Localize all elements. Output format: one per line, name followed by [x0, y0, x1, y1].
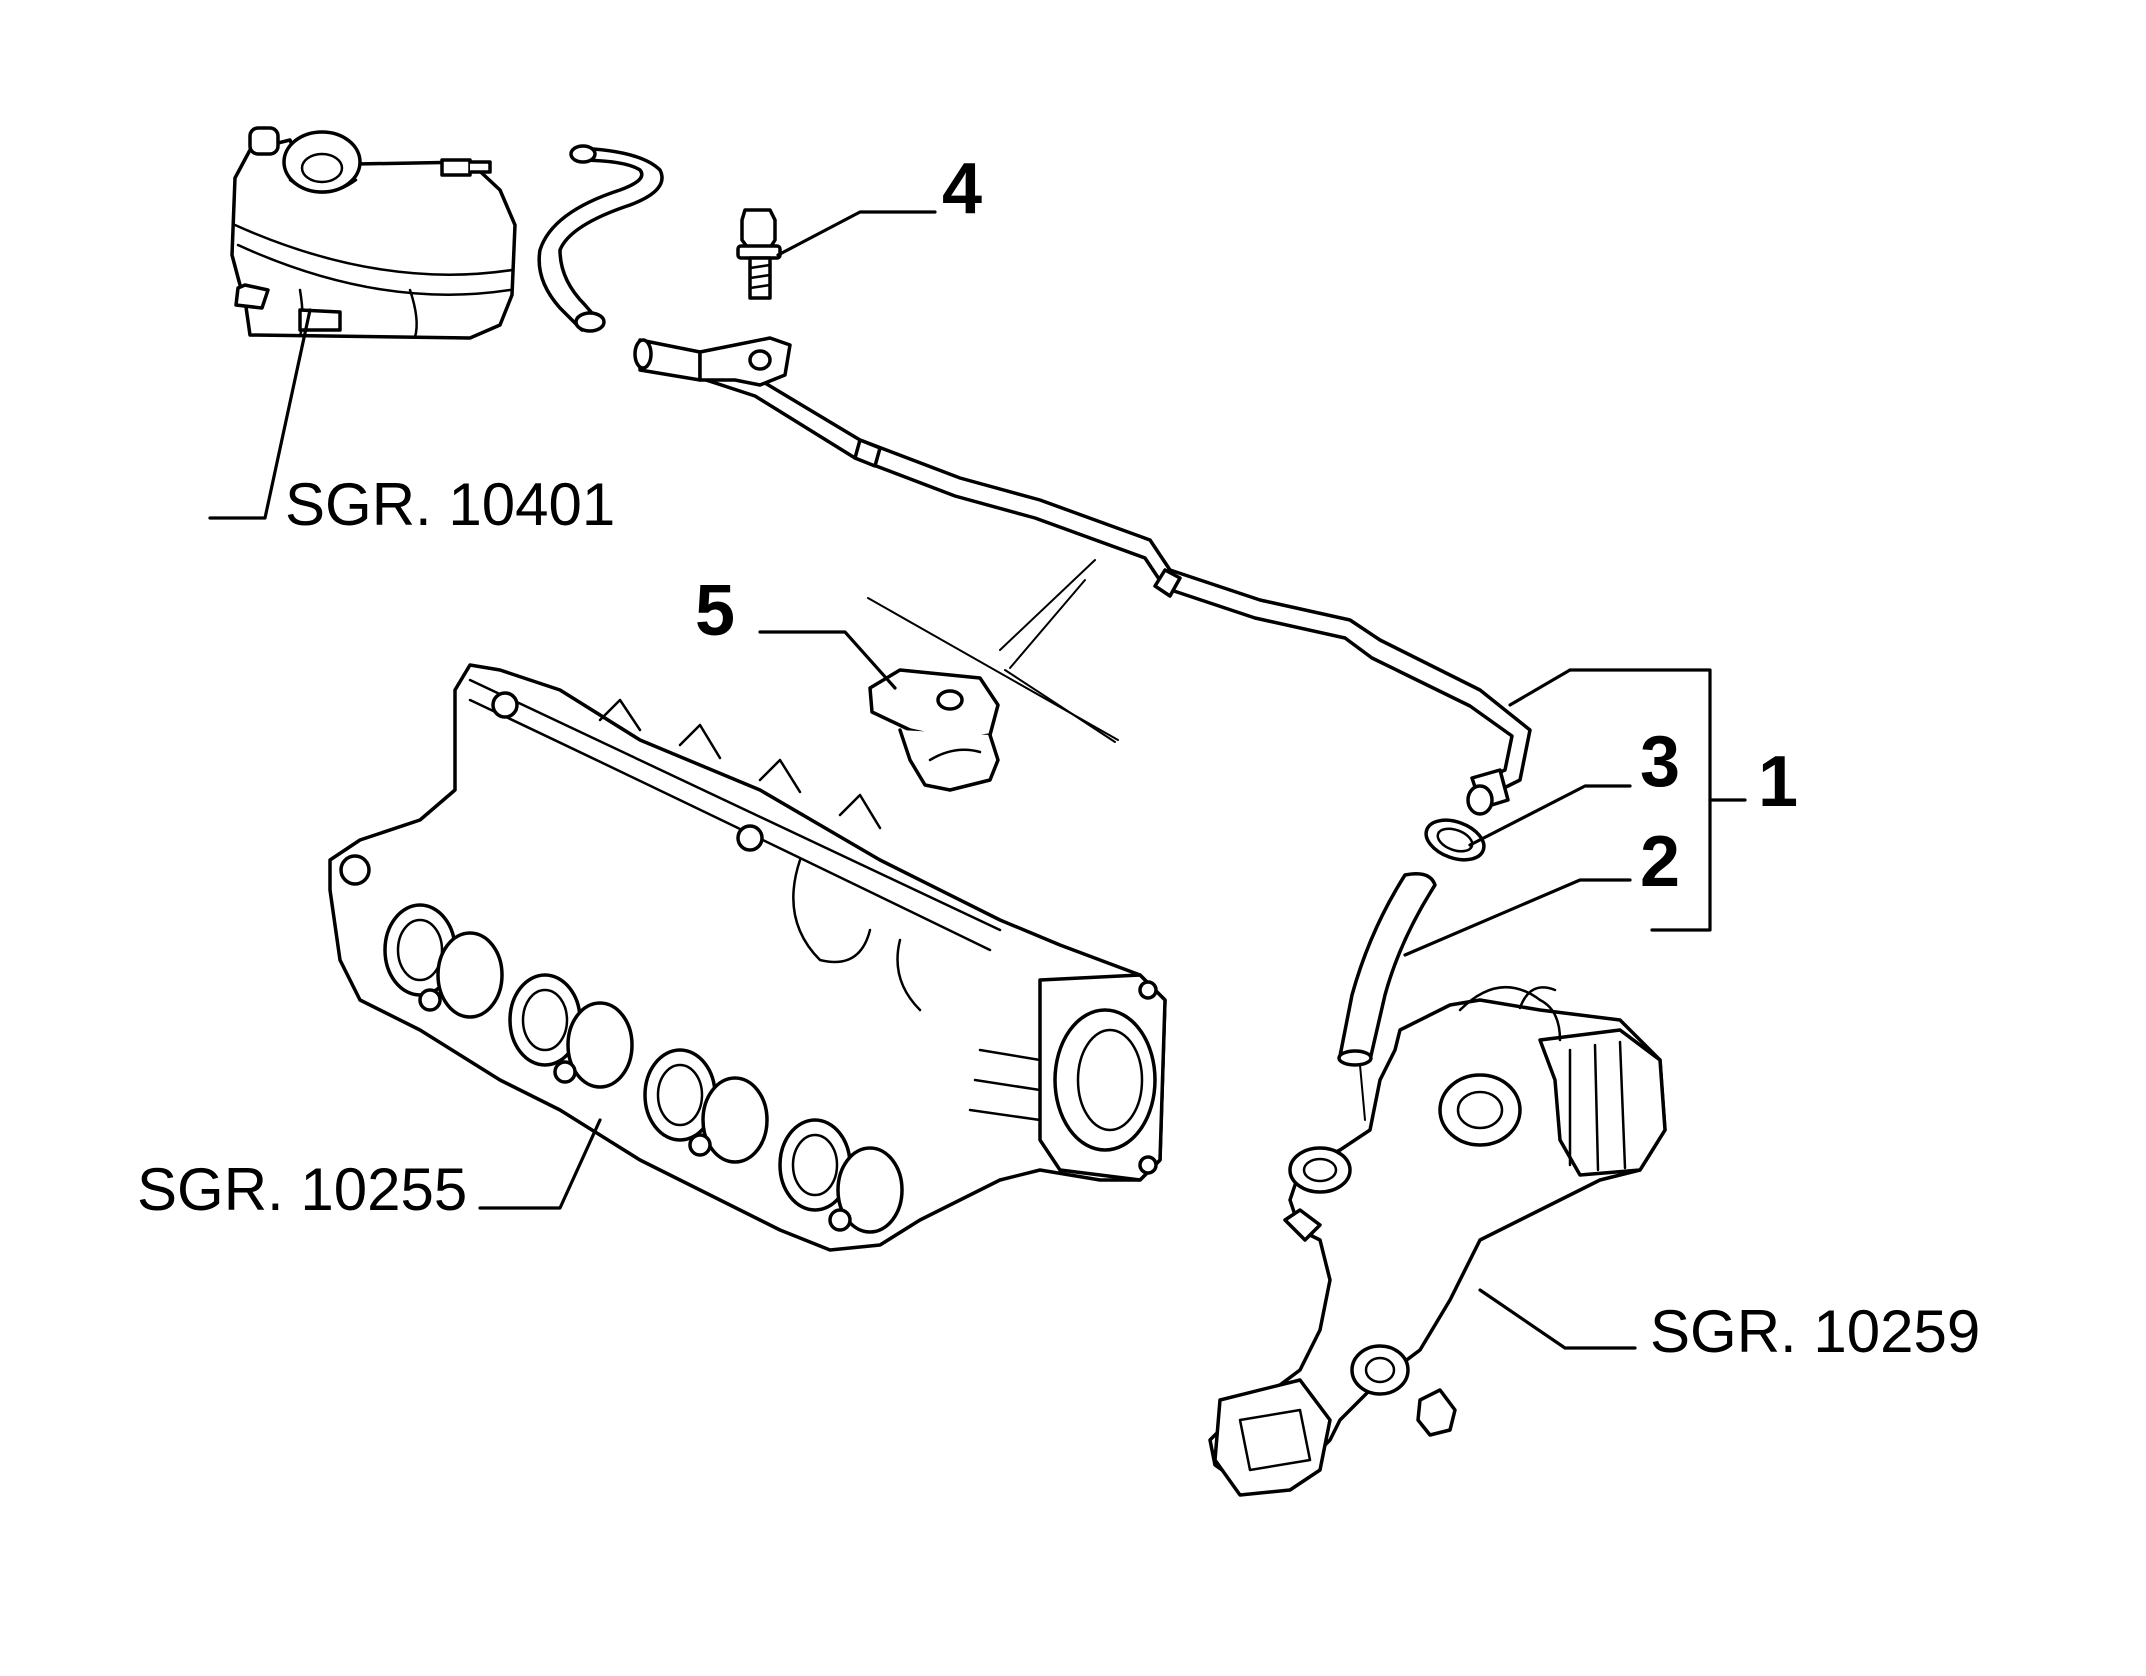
ref-label-10259: SGR. 10259 [1650, 1298, 1980, 1365]
ghost-line-diag2 [1009, 579, 1086, 669]
ghost-line-lower [1004, 669, 1116, 743]
hose-clamp-item-3 [1424, 818, 1486, 862]
clip-item-5 [868, 668, 1000, 792]
coolant-pipe-assembly [633, 336, 1532, 816]
leader-1-pipe [1508, 668, 1572, 707]
expansion-tank [230, 126, 517, 340]
callout-5: 5 [695, 571, 735, 651]
leader-10401 [208, 308, 312, 520]
callout-2: 2 [1640, 822, 1680, 902]
bolt-item-4 [736, 208, 782, 300]
callout-1: 1 [1758, 742, 1798, 822]
leader-2 [1403, 878, 1632, 957]
leader-3 [1468, 784, 1632, 847]
ref-label-10255: SGR. 10255 [137, 1156, 467, 1223]
ghost-line-diag1 [999, 559, 1096, 651]
callout-4: 4 [942, 149, 982, 229]
intake-manifold [328, 663, 1167, 1252]
coolant-hose-item-2 [1337, 872, 1437, 1067]
ref-label-10401: SGR. 10401 [285, 471, 615, 538]
leader-10255 [478, 1118, 602, 1210]
leader-10259 [1478, 1288, 1637, 1350]
coolant-hose-curved [537, 144, 664, 333]
leader-5 [758, 630, 897, 690]
leader-4 [776, 210, 937, 257]
callout-3: 3 [1640, 722, 1680, 802]
egr-assembly [1208, 985, 1667, 1497]
